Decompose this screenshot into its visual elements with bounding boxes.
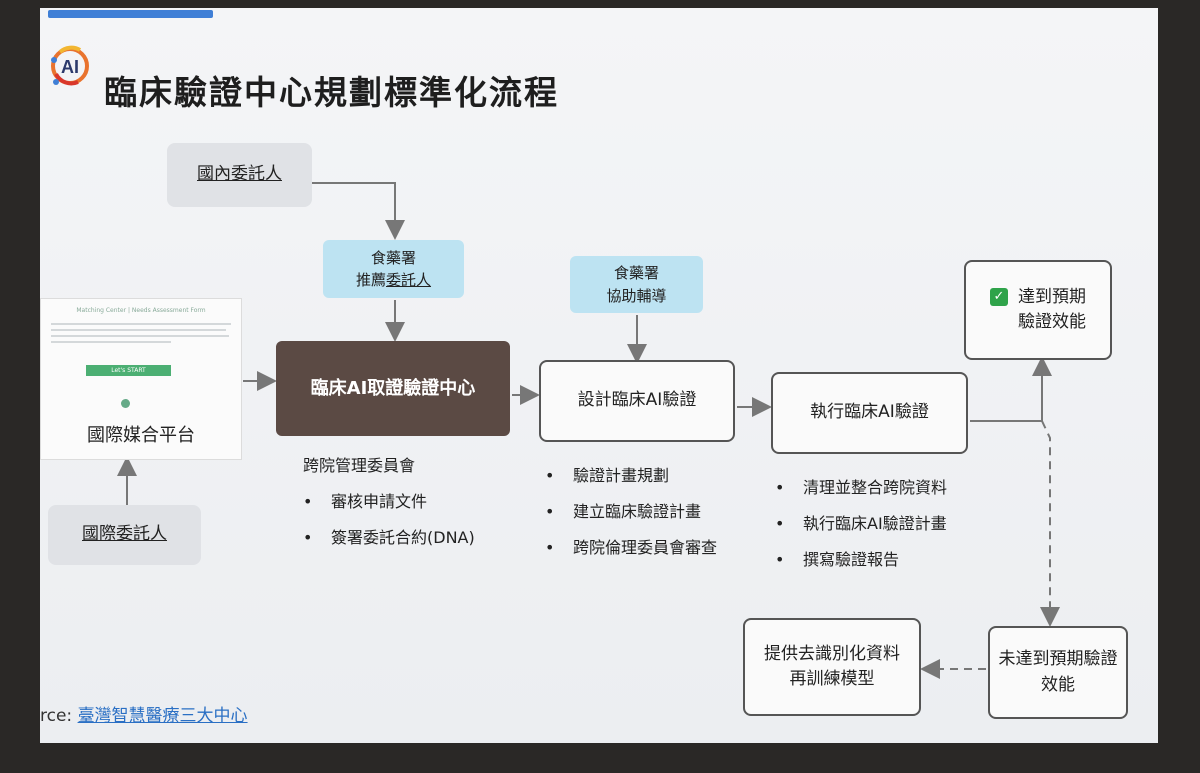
- slide: AI 臨床驗證中心規劃標準化流程 國內委託人: [40, 8, 1158, 743]
- retrain-line2: 再訓練模型: [789, 669, 875, 689]
- not-achieved-node: 未達到預期驗證 效能: [988, 626, 1128, 719]
- flow-connectors: [117, 182, 1060, 679]
- fda-assist-line2: 協助輔導: [606, 286, 667, 305]
- execute-list: •清理並整合跨院資料 •執行臨床AI驗證計畫 •撰寫驗證報告: [775, 470, 947, 578]
- list-item: •跨院倫理委員會審查: [545, 538, 718, 557]
- svg-text:AI: AI: [61, 57, 79, 77]
- platform-screenshot: Matching Center | Needs Assessment Form …: [40, 298, 242, 460]
- platform-start-button: Let's START: [86, 365, 171, 376]
- fda-recommend-line2: 推薦委託人: [355, 271, 432, 289]
- retrain-node: 提供去識別化資料 再訓練模型: [743, 618, 921, 716]
- not-achieved-line1: 未達到預期驗證: [998, 649, 1118, 669]
- source-note: rce: 臺灣智慧醫療三大中心: [40, 701, 248, 726]
- list-item: •簽署委託合約(DNA): [303, 528, 475, 547]
- execute-label: 執行臨床AI驗證: [810, 402, 929, 423]
- execute-node: 執行臨床AI驗證: [771, 372, 968, 454]
- domestic-client-node: 國內委託人: [167, 143, 312, 207]
- center-label: 臨床AI取證驗證中心: [310, 378, 476, 399]
- platform-logo-icon: [121, 399, 130, 408]
- center-node: 臨床AI取證驗證中心: [276, 341, 510, 436]
- center-list-heading: 跨院管理委員會: [303, 456, 416, 475]
- check-icon: ✓: [990, 287, 1008, 306]
- fda-assist-line1: 食藥署: [613, 264, 659, 282]
- fda-recommend-node: 食藥署 推薦委託人: [323, 240, 464, 298]
- source-prefix: rce:: [40, 706, 73, 726]
- mock-text-line: [51, 335, 229, 337]
- list-item: •驗證計畫規劃: [545, 466, 670, 485]
- list-item: •清理並整合跨院資料: [775, 478, 948, 497]
- design-node: 設計臨床AI驗證: [539, 360, 735, 442]
- mock-text-line: [51, 329, 226, 331]
- title-accent-bar: [48, 10, 213, 18]
- fda-assist-node: 食藥署 協助輔導: [570, 256, 703, 313]
- retrain-line1: 提供去識別化資料: [764, 643, 900, 664]
- intl-client-label: 國際委託人: [82, 524, 167, 545]
- not-achieved-line2: 效能: [1041, 674, 1075, 695]
- achieved-line2: 驗證效能: [1018, 312, 1086, 332]
- mock-text-line: [51, 341, 171, 343]
- achieved-node: ✓達到預期 驗證效能: [964, 260, 1112, 360]
- platform-label: 國際媒合平台: [87, 425, 195, 446]
- list-item: •建立臨床驗證計畫: [545, 502, 702, 521]
- domestic-client-label: 國內委託人: [197, 164, 282, 185]
- design-list: •驗證計畫規劃 •建立臨床驗證計畫 •跨院倫理委員會審查: [545, 458, 717, 566]
- intl-client-node: 國際委託人: [48, 505, 201, 565]
- list-item: •撰寫驗證報告: [775, 550, 900, 569]
- achieved-line1: ✓達到預期: [990, 285, 1086, 311]
- ai-logo-icon: AI: [51, 45, 89, 86]
- list-item: •執行臨床AI驗證計畫: [775, 514, 947, 533]
- slide-title: 臨床驗證中心規劃標準化流程: [104, 73, 559, 112]
- fda-recommend-line1: 食藥署: [370, 248, 416, 267]
- list-item: •審核申請文件: [303, 492, 428, 511]
- center-list: 跨院管理委員會 •審核申請文件 •簽署委託合約(DNA): [303, 448, 475, 556]
- mock-text-line: [51, 323, 231, 325]
- source-link[interactable]: 臺灣智慧醫療三大中心: [77, 706, 248, 726]
- design-label: 設計臨床AI驗證: [577, 390, 697, 411]
- platform-header: Matching Center | Needs Assessment Form: [76, 307, 206, 314]
